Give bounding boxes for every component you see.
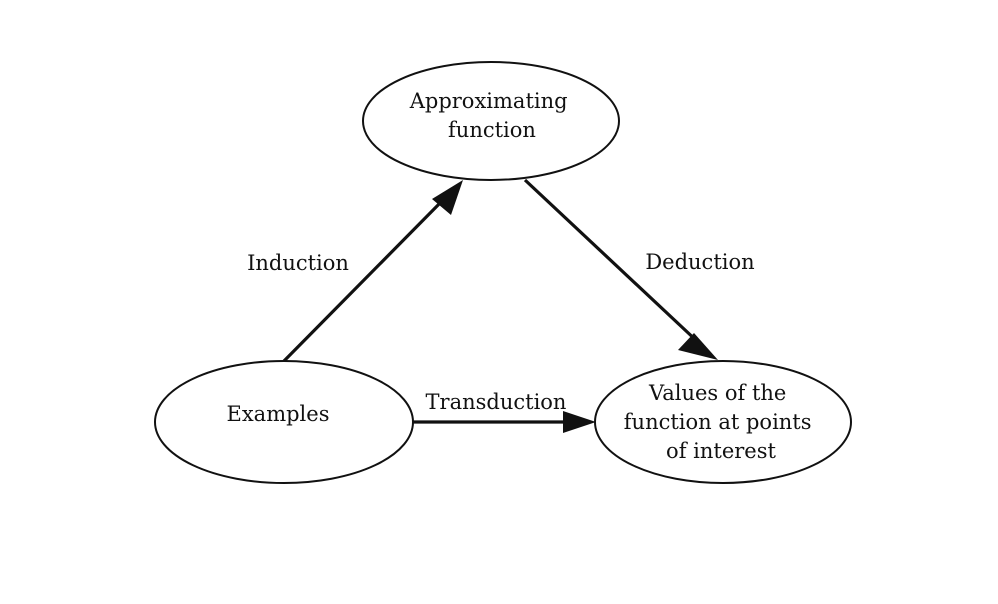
values-node: [594, 360, 852, 484]
values-line-2: function at points: [624, 410, 812, 434]
transduction-label: Transduction: [426, 390, 567, 414]
approximating-function-line-2: function: [448, 118, 536, 142]
approximating-function-line-1: Approximating: [409, 89, 568, 113]
values-label: Values of the function at points of inte…: [624, 381, 818, 463]
values-line-3: of interest: [666, 439, 776, 463]
transduction-arrowhead: [563, 411, 596, 433]
induction-arrowhead: [432, 180, 463, 215]
induction-arrow: [282, 197, 446, 363]
approximating-function-node: [362, 61, 620, 181]
approximating-function-label: Approximating function: [409, 89, 575, 142]
values-line-1: Values of the: [648, 381, 786, 405]
deduction-arrow: [523, 178, 702, 346]
induction-label: Induction: [247, 251, 349, 275]
examples-line-1: Examples: [227, 402, 330, 426]
examples-node: [154, 360, 414, 484]
deduction-label: Deduction: [645, 250, 754, 274]
deduction-arrowhead: [678, 333, 718, 360]
examples-label: Examples: [227, 402, 330, 426]
